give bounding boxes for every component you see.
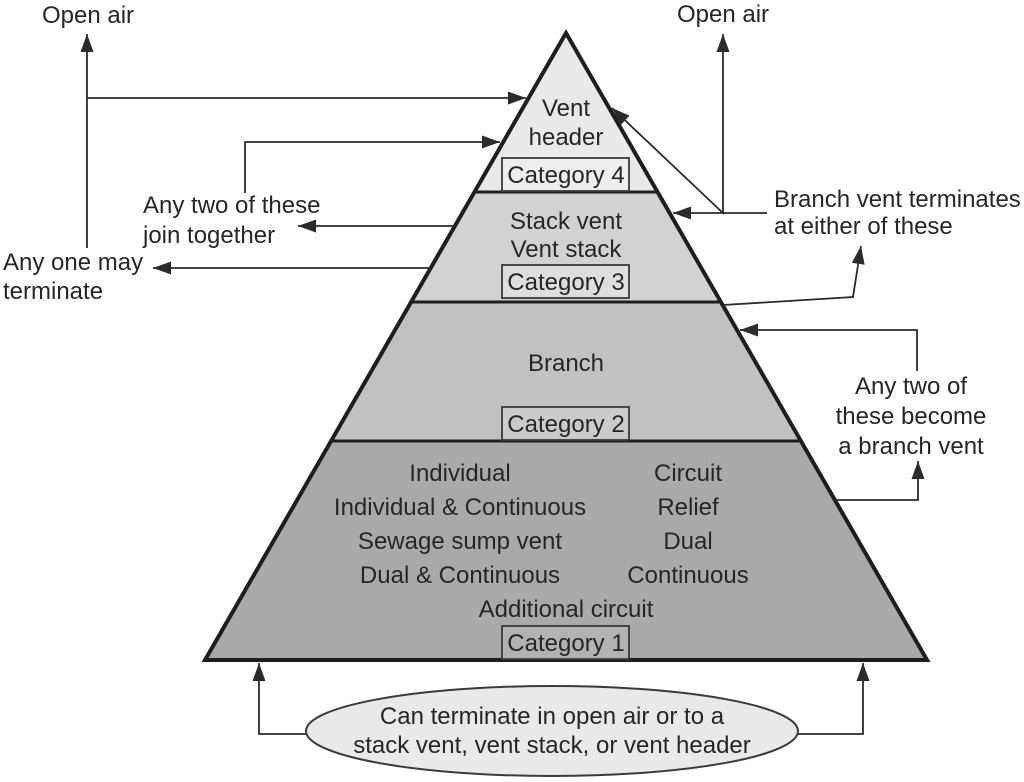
any-two-join-label: Any two of these join together [143,191,320,251]
level1-item-dual-continuous: Dual & Continuous [359,562,561,589]
level1-item-sewage-sump-vent: Sewage sump vent [357,528,563,555]
category-1-label: Category 1 [507,630,625,657]
stack-vent-line2: Vent stack [510,236,622,263]
level1-item-relief: Relief [657,494,719,521]
any-two-join-line1: Any two of these [143,192,321,219]
pyramid-level-2 [331,302,801,441]
open-air-right-label: Open air [676,1,770,28]
vent-header-line1: Vent [541,95,591,122]
branch-vent-terminates-label: Branch vent terminates at either of thes… [774,186,1021,240]
arrow-level1-to-any-two-become [835,461,925,501]
category-4-box [501,157,630,192]
vent-header-line2: header [528,124,604,151]
can-terminate-line1: Can terminate in open air or to a [379,703,725,730]
stack-vent-label: Stack vent Vent stack [510,208,622,264]
category-1-box [501,625,630,660]
any-one-terminate-line1: Any one may [3,249,144,276]
any-two-join-line2: join together [143,222,276,249]
arrow-pyramid-to-branch-vent-terminates [722,245,865,306]
category-4-label: Category 4 [507,162,625,189]
any-two-become-line3: a branch vent [838,433,984,460]
category-2-label: Category 2 [507,411,625,438]
level1-item-circuit: Circuit [653,460,723,487]
can-terminate-line2: stack vent, vent stack, or vent header [353,732,751,759]
any-two-become-label: Any two of these become a branch vent [836,372,987,462]
branch-vent-terminates-line1: Branch vent terminates [774,186,1021,213]
arrow-join-together-to-pyramid [244,135,500,193]
level1-left-items: Individual Individual & Continuous Sewag… [334,457,586,593]
branch-label: Branch [527,350,605,377]
level1-item-continuous: Continuous [627,562,749,589]
terminate-ellipse [305,685,799,777]
category-3-label: Category 3 [507,269,625,296]
stack-vent-line1: Stack vent [509,208,623,235]
level1-item-individual: Individual [409,460,511,487]
level1-item-individual-continuous: Individual & Continuous [333,494,587,521]
can-terminate-label: Can terminate in open air or to a stack … [353,702,751,760]
open-air-left-label: Open air [41,2,135,29]
any-one-terminate-line2: terminate [3,278,104,305]
level1-right-items: Circuit Relief Dual Continuous [627,457,748,593]
any-two-become-line1: Any two of [854,373,968,400]
arrow-diagonal-to-vent-header-edge [611,107,725,215]
arrow-ellipse-to-base-right [797,663,870,735]
pyramid-level-4 [474,33,658,192]
category-3-box [501,264,630,299]
any-two-become-line2: these become [835,403,987,430]
arrow-ellipse-to-base-left [252,663,308,735]
pyramid-level-1 [205,441,927,660]
level1-item-dual: Dual [663,528,713,555]
pyramid-level-3 [411,192,721,302]
category-2-box [501,406,630,441]
branch-vent-terminates-line2: at either of these [774,213,953,240]
vent-header-label: Vent header [529,94,604,152]
level1-item-additional-circuit: Additional circuit [478,596,654,623]
pyramid-outline [201,28,931,662]
arrow-any-two-become-to-branch-edge [740,323,918,371]
any-one-terminate-label: Any one may terminate [3,248,143,306]
